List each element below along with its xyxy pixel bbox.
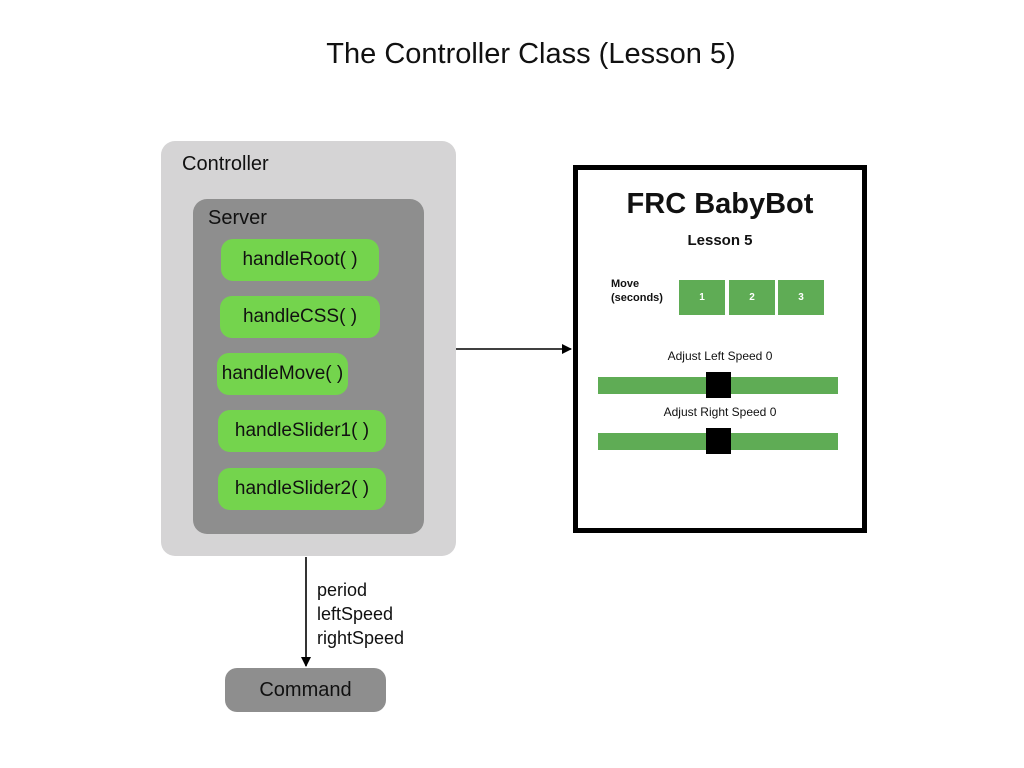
command-box: Command [225,668,386,712]
move-label-line2: (seconds) [611,292,663,304]
move-button-1[interactable]: 1 [679,280,725,315]
param-left-speed: leftSpeed [317,604,394,624]
right-speed-slider-thumb[interactable] [705,428,731,454]
move-label: Move (seconds) [611,277,663,305]
left-speed-label: Adjust Left Speed 0 [667,349,773,363]
handler-move: handleMove( ) [217,353,348,395]
handler-slider1: handleSlider1( ) [218,410,386,452]
move-button-2[interactable]: 2 [729,280,775,315]
right-speed-slider[interactable] [598,428,838,454]
webpage-subtitle: Lesson 5 [687,232,753,249]
param-period: period [317,580,368,600]
move-button-3[interactable]: 3 [778,280,824,315]
param-list: period leftSpeed rightSpeed [317,578,404,650]
controller-label: Controller [182,153,269,175]
diagram-title: The Controller Class (Lesson 5) [326,38,736,70]
handler-root: handleRoot( ) [221,239,379,281]
handler-slider2: handleSlider2( ) [218,468,386,510]
left-speed-slider[interactable] [598,372,838,398]
controller-box: Controller Server handleRoot( ) handleCS… [161,141,456,556]
server-box: Server handleRoot( ) handleCSS( ) handle… [193,199,424,534]
handler-css: handleCSS( ) [220,296,380,338]
param-right-speed: rightSpeed [317,628,405,648]
server-label: Server [208,207,267,229]
webpage-preview: FRC BabyBot Lesson 5 Move (seconds) 1 2 … [573,165,867,533]
right-speed-label: Adjust Right Speed 0 [663,405,777,419]
left-speed-slider-thumb[interactable] [705,372,731,398]
move-label-line1: Move [611,278,640,290]
webpage-title: FRC BabyBot [626,188,814,220]
